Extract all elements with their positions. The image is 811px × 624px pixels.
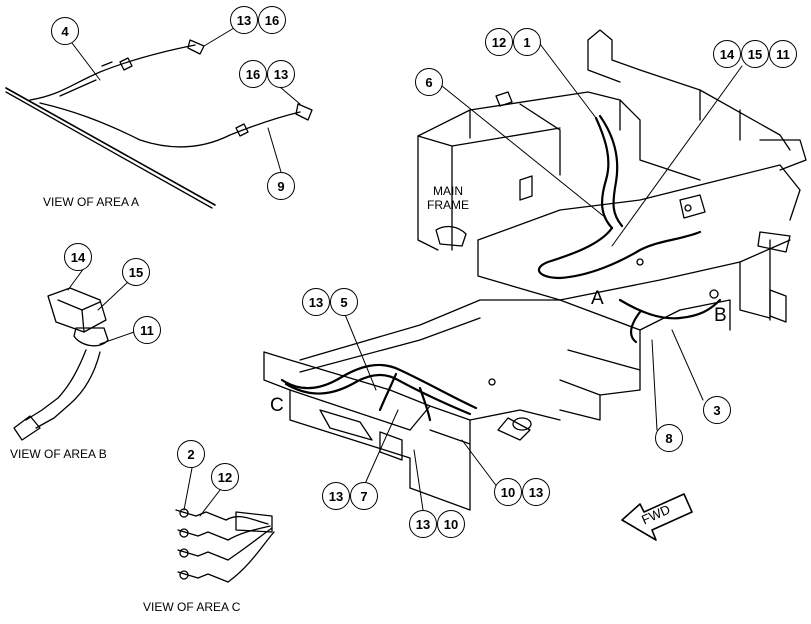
view-of-area-c-label: VIEW OF AREA C	[143, 600, 241, 614]
callout-14: 14	[64, 243, 92, 271]
callout-11: 11	[769, 40, 797, 68]
area-c-connectors	[175, 508, 275, 583]
area-b-connector	[13, 287, 109, 441]
area-c-marker: C	[270, 395, 284, 416]
frame-harness	[280, 114, 722, 422]
view-of-area-b-label: VIEW OF AREA B	[10, 447, 107, 461]
area-b-marker: B	[714, 305, 727, 326]
area-a-marker: A	[591, 288, 604, 309]
callout-9: 9	[267, 172, 295, 200]
leader-lines	[67, 21, 743, 517]
callout-15: 15	[122, 258, 150, 286]
callout-11: 11	[133, 316, 161, 344]
callout-1: 1	[513, 28, 541, 56]
callout-4: 4	[51, 17, 79, 45]
callout-5: 5	[330, 288, 358, 316]
callout-16: 16	[239, 60, 267, 88]
callout-13: 13	[302, 288, 330, 316]
callout-13: 13	[267, 60, 295, 88]
callout-13: 13	[322, 482, 350, 510]
callout-13: 13	[230, 6, 258, 34]
callout-2: 2	[177, 440, 205, 468]
area-a-harness	[5, 39, 313, 209]
callout-15: 15	[741, 40, 769, 68]
main-frame	[263, 29, 807, 511]
callout-6: 6	[415, 68, 443, 96]
callout-13: 13	[409, 510, 437, 538]
callout-3: 3	[703, 396, 731, 424]
main-frame-label-line1: MAIN	[433, 184, 463, 198]
fwd-arrow-icon	[621, 493, 693, 541]
view-of-area-a-label: VIEW OF AREA A	[43, 195, 140, 209]
callout-14: 14	[713, 40, 741, 68]
callout-12: 12	[485, 28, 513, 56]
callout-10: 10	[494, 478, 522, 506]
main-frame-label-line2: FRAME	[427, 198, 469, 212]
callout-10: 10	[437, 510, 465, 538]
callout-8: 8	[655, 424, 683, 452]
callout-16: 16	[258, 6, 286, 34]
callout-12: 12	[211, 463, 239, 491]
callout-13: 13	[522, 478, 550, 506]
callout-7: 7	[350, 482, 378, 510]
